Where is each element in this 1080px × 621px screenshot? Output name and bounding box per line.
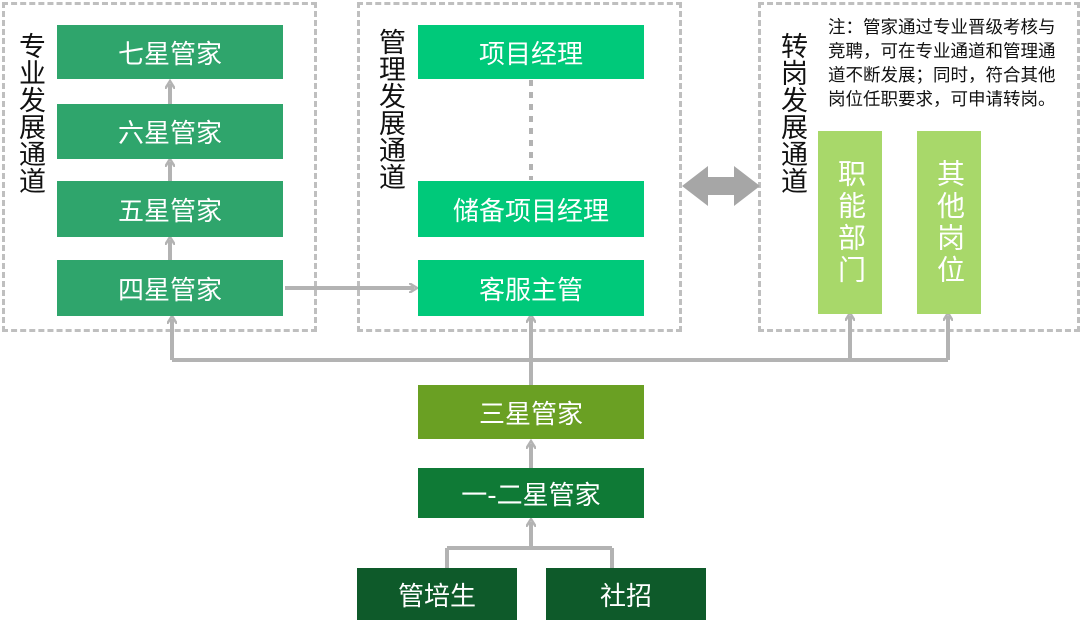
professional-channel-panel (2, 2, 317, 332)
seven-star-butler: 七星管家 (57, 25, 283, 79)
three-star-butler: 三星管家 (418, 385, 644, 439)
project-manager: 项目经理 (418, 25, 644, 79)
social-recruitment: 社招 (546, 568, 706, 620)
transfer-channel-title: 转岗发展通道 (776, 32, 807, 194)
other-positions: 其他岗位 (917, 131, 981, 314)
reserve-project-manager: 储备项目经理 (418, 181, 644, 237)
four-star-butler: 四星管家 (57, 260, 283, 316)
transfer-channel-panel (758, 2, 1080, 332)
professional-channel-title: 专业发展通道 (14, 32, 45, 194)
customer-service-supervisor: 客服主管 (418, 260, 644, 316)
one-two-star-butler: 一-二星管家 (418, 468, 644, 518)
six-star-butler: 六星管家 (57, 104, 283, 159)
five-star-butler: 五星管家 (57, 181, 283, 237)
transfer-note: 注：管家通过专业晋级考核与竞聘，可在专业通道和管理通道不断发展；同时，符合其他岗… (828, 18, 1056, 110)
functional-department: 职能部门 (818, 131, 882, 314)
management-channel-title: 管理发展通道 (374, 28, 405, 190)
double-arrow-icon (682, 166, 760, 206)
management-channel-panel (357, 2, 682, 332)
management-trainee: 管培生 (357, 568, 517, 620)
